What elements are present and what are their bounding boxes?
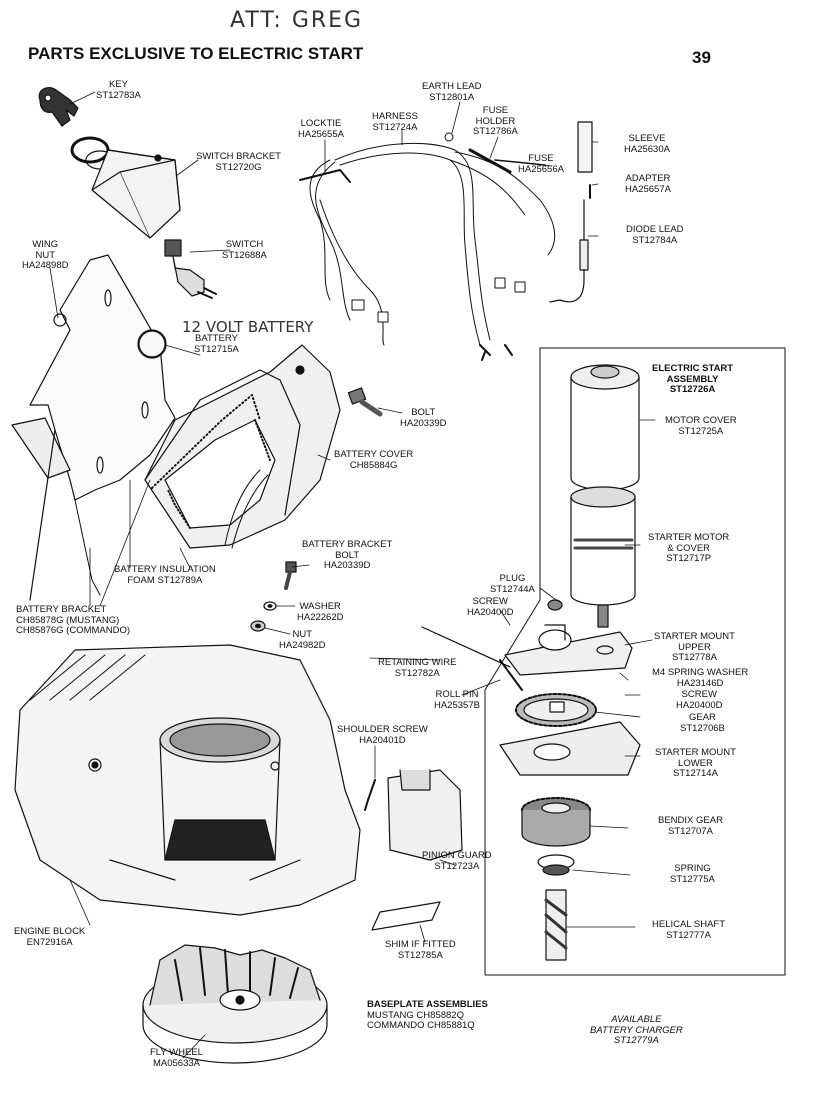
key-part [38,87,79,127]
motor-cover-part [570,364,640,491]
page-number: 39 [692,48,711,67]
shim-part [371,901,441,931]
starter-mount-upper-part [504,599,633,676]
leader-lines [49,91,656,1059]
bendix-gear-part [521,797,591,847]
bracket-bolt-part [284,561,297,590]
washer-part [263,601,277,611]
battery-cover-part [144,344,341,549]
starter-motor-part [570,486,636,628]
bolt-part [347,387,383,417]
diode-lead-part [549,121,593,303]
switch-bracket-part [70,136,181,239]
retaining-wire-part [421,626,523,691]
harness-part [299,132,556,361]
spring-part [537,854,575,876]
battery-bracket-part [11,254,176,601]
helical-shaft-part [544,889,568,961]
fly-wheel-part [142,944,328,1064]
gear-part [515,693,597,727]
switch-part [164,239,217,299]
page-title: PARTS EXCLUSIVE TO ELECTRIC START [28,44,364,63]
starter-mount-lower-part [499,721,641,776]
nut-part [250,620,266,632]
pinion-guard-part [364,769,463,861]
engine-block-part [14,644,361,916]
handwritten-battery-note: 12 VOLT BATTERY [182,318,314,336]
handwritten-attention-note: ATT: GREG [230,8,364,33]
electric-start-frame [484,347,786,976]
battery-part [138,330,166,358]
